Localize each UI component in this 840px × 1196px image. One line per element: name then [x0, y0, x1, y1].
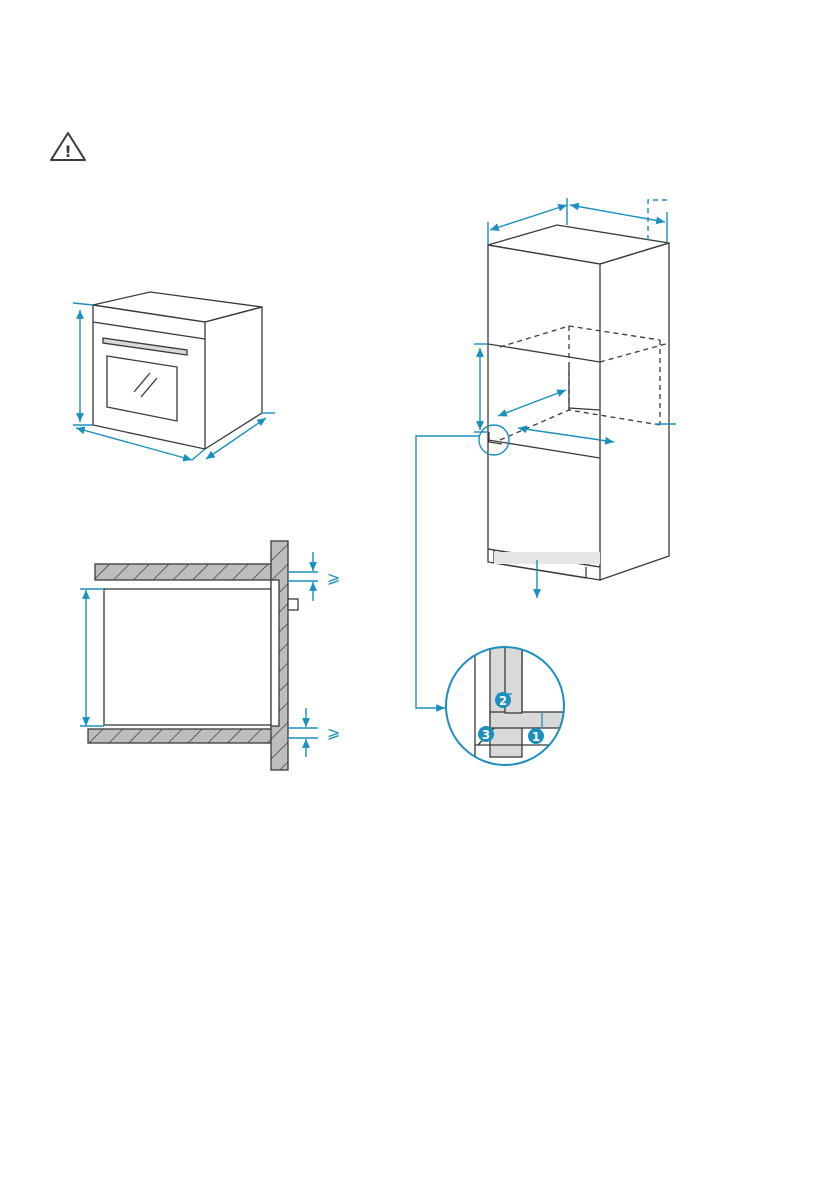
callout-3: 3	[478, 726, 494, 742]
oven-body-section	[104, 589, 271, 725]
oven-front-face	[93, 305, 205, 449]
callout-3-label: 3	[482, 728, 490, 742]
side-section-drawing	[88, 541, 298, 770]
oven-drawing	[93, 292, 262, 449]
oven-door-section	[271, 580, 279, 726]
cabinet-lower-door	[488, 440, 600, 567]
niche-inner-side	[569, 366, 600, 410]
callout-1: 1	[528, 728, 544, 744]
oven-window	[107, 356, 177, 421]
top-gap-symbol: ⩾	[327, 568, 340, 587]
oven-knob	[288, 599, 298, 610]
warning-triangle-icon: !	[51, 133, 85, 161]
niche-width-dimension	[498, 390, 566, 416]
niche-back	[600, 343, 669, 362]
oven-side-face	[205, 307, 262, 449]
detail-leader-line	[416, 436, 479, 708]
niche-dashed-frame	[500, 326, 660, 440]
zoom-detail: 2 3 1	[446, 647, 570, 765]
oven-dimensions	[73, 303, 275, 460]
oven-width-dimension	[76, 428, 192, 460]
tall-cabinet-drawing	[488, 225, 669, 580]
plinth-vent	[494, 552, 600, 564]
warning-symbol: !	[64, 142, 71, 161]
oven-depth-dimension	[206, 418, 266, 459]
callout-2-label: 2	[499, 694, 507, 708]
callout-1-label: 1	[532, 730, 540, 744]
detail-marker	[479, 425, 509, 455]
cabinet-width-dimension	[490, 205, 567, 230]
tall-cabinet-dimensions	[474, 198, 676, 598]
bottom-shelf-hatched	[88, 729, 273, 743]
cabinet-depth-dimension	[570, 205, 665, 222]
bottom-gap-symbol: ⩾	[327, 723, 340, 742]
cabinet-top-face	[488, 225, 669, 264]
callout-2: 2	[495, 692, 511, 708]
cabinet-side-face	[600, 243, 669, 580]
oven-control-panel-line	[93, 322, 205, 339]
cabinet-upper-door	[488, 245, 600, 362]
top-shelf-hatched	[95, 564, 273, 580]
oven-handle	[103, 338, 187, 355]
